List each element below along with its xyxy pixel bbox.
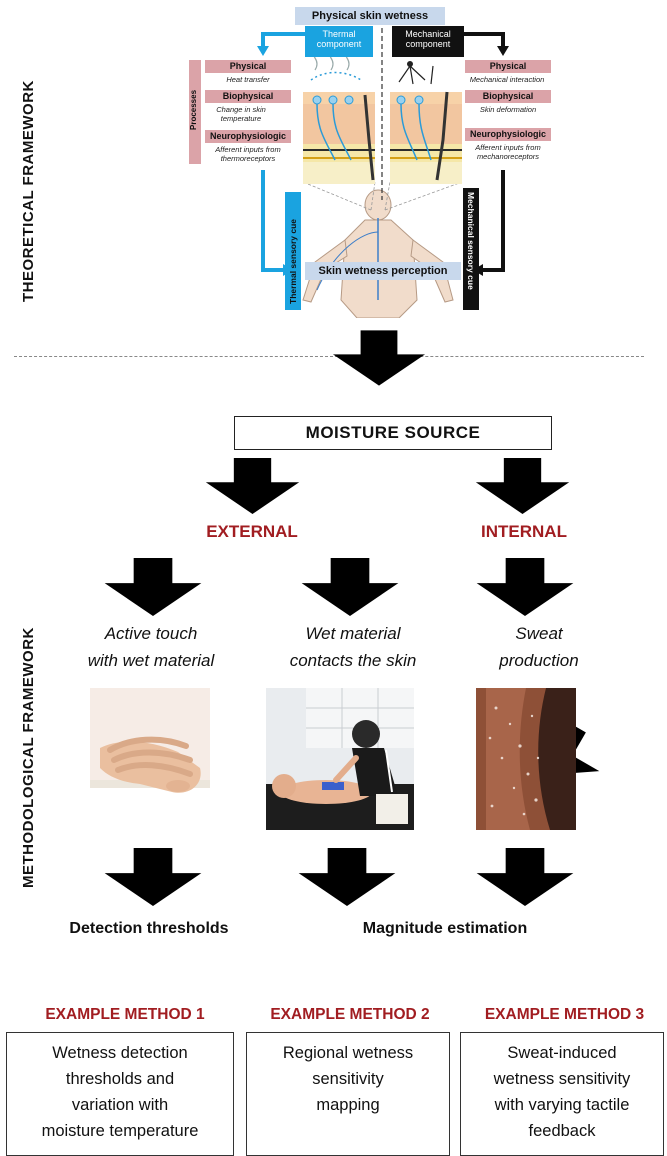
method-3-line: wetness sensitivity bbox=[493, 1070, 631, 1088]
method-1-line: moisture temperature bbox=[41, 1122, 199, 1140]
arrow-to-magnitude-mid bbox=[298, 848, 396, 906]
mechanical-sensory-cue-bar: Mechanical sensory cue bbox=[463, 188, 479, 310]
arrow-to-magnitude-right bbox=[476, 848, 574, 906]
moisture-source-box: MOISTURE SOURCE bbox=[234, 416, 552, 450]
method-2-title: EXAMPLE METHOD 2 bbox=[270, 1006, 430, 1023]
scenario-wet-material: Wet material contacts the skin bbox=[260, 620, 446, 674]
external-label: EXTERNAL bbox=[206, 522, 298, 541]
right-process-physical-desc: Mechanical interaction bbox=[469, 75, 545, 84]
method-1-title: EXAMPLE METHOD 1 bbox=[45, 1006, 205, 1023]
arrow-to-wet-material bbox=[301, 558, 399, 616]
thermal-sensory-cue-bar: Thermal sensory cue bbox=[285, 192, 301, 310]
mechanical-component-label: Mechanical component bbox=[392, 26, 464, 57]
method-3-title: EXAMPLE METHOD 3 bbox=[484, 1006, 645, 1023]
method-3-line: Sweat-induced bbox=[507, 1044, 617, 1062]
right-process-biophysical: Biophysical bbox=[465, 90, 551, 103]
method-1-line: variation with bbox=[71, 1096, 169, 1114]
scenario-wet-material-line2: contacts the skin bbox=[289, 651, 417, 670]
scenario-active-touch: Active touch with wet material bbox=[58, 620, 244, 674]
method-3-line: feedback bbox=[528, 1122, 596, 1140]
scenario-active-touch-line2: with wet material bbox=[87, 651, 215, 670]
scenario-sweat-line1: Sweat bbox=[515, 624, 563, 643]
figure-title: Physical skin wetness bbox=[295, 7, 445, 25]
left-process-biophysical-desc: Change in skin temperature bbox=[216, 105, 266, 123]
internal-label: INTERNAL bbox=[481, 522, 567, 541]
thermal-component-text: Thermal component bbox=[316, 29, 362, 49]
processes-label: Processes bbox=[189, 60, 201, 164]
thermal-component-label: Thermal component bbox=[305, 26, 373, 57]
method-1-line: thresholds and bbox=[65, 1070, 175, 1088]
mechanical-skin-section bbox=[390, 61, 462, 184]
right-process-neuro: Neurophysiologic bbox=[465, 128, 551, 141]
right-process-physical: Physical bbox=[465, 60, 551, 73]
scenario-wet-material-line1: Wet material bbox=[305, 624, 401, 643]
skin-wetness-perception: Skin wetness perception bbox=[305, 262, 461, 280]
arrow-to-sweat bbox=[476, 558, 574, 616]
left-process-physical-desc: Heat transfer bbox=[226, 75, 270, 84]
method-3-box: Sweat-induced wetness sensitivity with v… bbox=[460, 1032, 664, 1156]
right-process-biophysical-desc: Skin deformation bbox=[479, 105, 537, 114]
left-process-neuro-desc: Afferent inputs from thermoreceptors bbox=[215, 145, 281, 163]
method-1-box: Wetness detection thresholds and variati… bbox=[6, 1032, 234, 1156]
left-process-physical: Physical bbox=[205, 60, 291, 73]
magnitude-estimation-label: Magnitude estimation bbox=[362, 920, 528, 937]
theoretical-framework-label: THEORETICAL FRAMEWORK bbox=[20, 80, 37, 302]
photo-active-touch bbox=[90, 688, 210, 830]
photo-wet-material bbox=[266, 688, 414, 830]
left-process-biophysical: Biophysical bbox=[205, 90, 291, 103]
mechanical-component-text: Mechanical component bbox=[405, 29, 451, 49]
method-2-line: mapping bbox=[316, 1096, 380, 1114]
methodological-framework-label: METHODOLOGICAL FRAMEWORK bbox=[20, 627, 37, 888]
photo-sweat bbox=[476, 688, 576, 830]
scenario-sweat-line2: production bbox=[499, 651, 579, 670]
figure-graphics bbox=[257, 28, 509, 318]
method-1-line: Wetness detection bbox=[52, 1044, 188, 1062]
arrow-to-internal bbox=[475, 458, 570, 514]
detection-thresholds-label: Detection thresholds bbox=[69, 920, 229, 937]
arrow-to-active-touch bbox=[104, 558, 202, 616]
theoretical-figure: Physical skin wetness Thermal component … bbox=[185, 0, 551, 318]
scenario-sweat: Sweat production bbox=[454, 620, 624, 674]
section-divider bbox=[14, 356, 644, 357]
arrow-to-moisture-source bbox=[333, 330, 425, 386]
scenario-active-touch-line1: Active touch bbox=[104, 624, 198, 643]
method-3-line: with varying tactile bbox=[494, 1096, 630, 1114]
thermal-skin-section bbox=[303, 45, 375, 184]
left-process-neuro: Neurophysiologic bbox=[205, 130, 291, 143]
method-2-line: sensitivity bbox=[312, 1070, 384, 1088]
method-2-box: Regional wetness sensitivity mapping bbox=[246, 1032, 450, 1156]
method-2-line: Regional wetness bbox=[282, 1044, 414, 1062]
arrow-to-detection bbox=[104, 848, 202, 906]
arrow-to-external bbox=[205, 458, 300, 514]
right-process-neuro-desc: Afferent inputs from mechanoreceptors bbox=[475, 143, 541, 161]
